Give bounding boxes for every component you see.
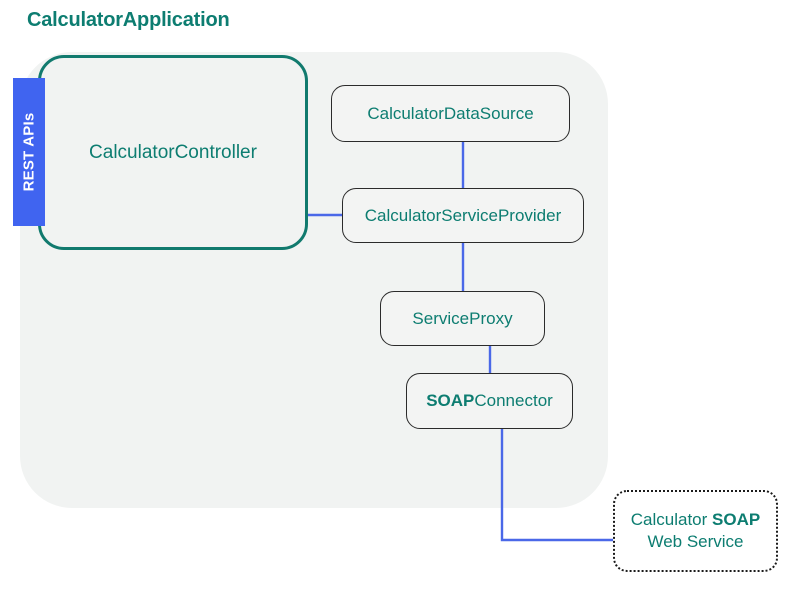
web-service-line2: Web Service [647, 532, 744, 551]
service-proxy-box[interactable]: ServiceProxy [380, 291, 545, 346]
soap-connector-label-bold: SOAP [426, 391, 475, 411]
calculator-soap-web-service-box[interactable]: Calculator SOAP Web Service [613, 490, 778, 572]
calculator-service-provider-label: CalculatorServiceProvider [364, 205, 562, 225]
service-proxy-label: ServiceProxy [412, 308, 513, 328]
soap-connector-label-rest: Connector [474, 391, 553, 411]
web-service-line1-bold: SOAP [712, 509, 761, 529]
soap-connector-box[interactable]: SOAPConnector [406, 373, 573, 429]
rest-apis-badge[interactable]: REST APIs [13, 78, 45, 226]
soap-connector-label: SOAPConnector [426, 390, 553, 411]
calculator-soap-web-service-label: Calculator SOAP Web Service [631, 509, 760, 553]
calculator-data-source-box[interactable]: CalculatorDataSource [331, 85, 570, 142]
rest-apis-label: REST APIs [20, 112, 38, 192]
web-service-line1-prefix: Calculator [630, 509, 713, 529]
calculator-controller-box[interactable]: CalculatorController [38, 55, 308, 250]
page-title: CalculatorApplication [27, 9, 230, 31]
calculator-service-provider-box[interactable]: CalculatorServiceProvider [342, 188, 584, 243]
calculator-data-source-label: CalculatorDataSource [367, 103, 534, 123]
calculator-controller-label: CalculatorController [89, 141, 257, 163]
